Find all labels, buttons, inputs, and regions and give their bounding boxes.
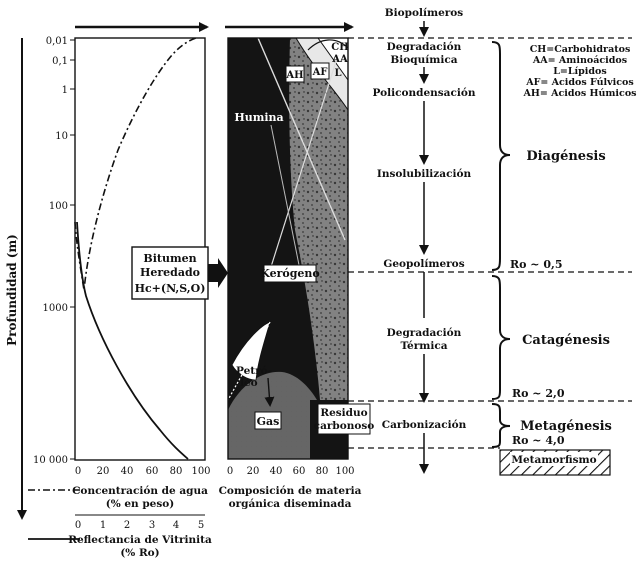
composition-tick: 80 xyxy=(316,466,329,477)
residuo-label-1: Residuo xyxy=(320,407,367,419)
carbonizacion-label: Carbonización xyxy=(382,419,467,431)
stage-boundaries xyxy=(348,37,632,449)
depth-ticks: 0,01 0,1 1 10 100 1000 10 000 xyxy=(33,36,75,466)
metamorphism-zone: Metamorfismo xyxy=(499,449,611,476)
vitrinite-tick: 5 xyxy=(198,520,204,531)
bitumen-label-2: Heredado xyxy=(140,266,200,279)
water-tick: 40 xyxy=(121,466,134,477)
upper-curve xyxy=(307,39,349,51)
depth-tick: 100 xyxy=(49,201,68,212)
composition-tick: 100 xyxy=(335,466,354,477)
legend: CH=Carbohidratos AA= Aminoácidos L=Lípid… xyxy=(522,44,636,99)
legend-l: L=Lípidos xyxy=(553,66,607,77)
kerogen-texture xyxy=(289,38,348,400)
composition-tick: 0 xyxy=(227,466,233,477)
legend-af: AF= Acidos Fúlvicos xyxy=(525,77,633,88)
composition-axis-label-2: orgánica diseminada xyxy=(229,498,352,510)
vitrinite-axis-unit: (% Ro) xyxy=(120,547,159,559)
degradacion-bioquimica-1: Degradación xyxy=(387,41,462,53)
bitumen-label-3: Hc+(N,S,O) xyxy=(135,282,206,295)
kerogeno-label: Kerógeno xyxy=(260,267,319,280)
ro-20-label: Ro ~ 2,0 xyxy=(512,387,565,400)
vitrinite-axis-label: Reflectancia de Vitrinita xyxy=(68,534,212,546)
vitrinite-tick: 0 xyxy=(75,520,81,531)
brace-diagenesis xyxy=(491,41,511,271)
depth-tick: 0,01 xyxy=(46,36,68,47)
ro-05-label: Ro ~ 0,5 xyxy=(510,258,563,271)
stage-metagenesis: Metagénesis xyxy=(520,419,612,434)
water-axis-unit: (% en peso) xyxy=(106,498,174,510)
composition-tick: 40 xyxy=(270,466,283,477)
water-axis: 0 20 40 60 80 100 xyxy=(75,459,211,477)
diagonal-line xyxy=(269,54,339,271)
vitrinite-axis: 0 1 2 3 4 5 xyxy=(75,514,205,531)
ro-40-label: Ro ~ 4,0 xyxy=(512,434,565,447)
degradacion-termica-2: Térmica xyxy=(400,340,447,352)
metamorfismo-label: Metamorfismo xyxy=(511,454,596,466)
composition-axis: 0 20 40 60 80 100 xyxy=(227,466,355,477)
depth-axis-label: Profundidad (m) xyxy=(5,234,19,346)
ah-box xyxy=(285,65,305,83)
diagonal-line xyxy=(257,37,346,241)
composition-tick: 60 xyxy=(293,466,306,477)
middle-plot-frame xyxy=(227,37,349,460)
bitumen-arrow xyxy=(208,258,228,288)
brace-catagenesis xyxy=(491,275,511,400)
diagonal-line xyxy=(269,119,301,271)
vitrinite-tick: 1 xyxy=(100,520,106,531)
depth-tick: 10 000 xyxy=(33,455,68,466)
af-label: AF xyxy=(312,67,328,78)
petroleum-wedge xyxy=(231,321,271,381)
legend-ah: AH= Acidos Húmicos xyxy=(522,88,636,99)
petroleo-label-1: Petró- xyxy=(236,365,272,377)
humina-label: Humina xyxy=(234,111,283,124)
water-tick: 80 xyxy=(170,466,183,477)
petroleo-label-2: leo xyxy=(240,377,258,389)
degradacion-bioquimica-2: Bioquímica xyxy=(390,54,457,66)
af-box xyxy=(310,62,330,80)
ch-label: CH xyxy=(331,42,348,53)
water-tick: 100 xyxy=(191,466,210,477)
depth-tick: 10 xyxy=(55,131,68,142)
composition-axis-label-1: Composición de materia xyxy=(219,485,362,497)
depth-tick: 0,1 xyxy=(52,56,68,67)
vitrinite-tick: 3 xyxy=(149,520,155,531)
vitrinite-reflectance-curve xyxy=(76,221,189,460)
degradacion-termica-1: Degradación xyxy=(387,327,462,339)
brace-metagenesis xyxy=(491,403,511,448)
composition-tick: 20 xyxy=(247,466,260,477)
geopolimeros-label: Geopolímeros xyxy=(383,258,464,270)
bitumen-label-1: Bitumen xyxy=(143,252,196,265)
ah-label: AH xyxy=(285,70,303,81)
legend-ch: CH=Carbohidratos xyxy=(530,44,631,55)
bitumen-box: Bitumen Heredado Hc+(N,S,O) xyxy=(131,246,228,300)
l-label: L xyxy=(334,68,341,79)
policondensacion-label: Policondensación xyxy=(372,87,475,99)
gas-label: Gas xyxy=(257,415,280,428)
vitrinite-tick: 2 xyxy=(124,520,130,531)
residuo-label-2: carbonoso xyxy=(314,420,375,432)
vitrinite-tick: 4 xyxy=(173,520,179,531)
biopolimeros-label: Biopolímeros xyxy=(385,7,464,19)
legend-aa: AA= Aminoácidos xyxy=(532,55,627,66)
water-tick: 0 xyxy=(75,466,81,477)
aa-label: AA xyxy=(331,54,348,65)
water-concentration-curve xyxy=(74,37,197,291)
water-tick: 60 xyxy=(146,466,159,477)
insolubilizacion-label: Insolubilización xyxy=(377,168,472,180)
stage-braces xyxy=(491,41,511,448)
left-panel: Profundidad (m) 0,01 0,1 1 10 100 1000 1… xyxy=(5,22,212,559)
water-axis-label: Concentración de agua xyxy=(72,485,208,497)
depth-tick: 1000 xyxy=(43,303,68,314)
process-column: Biopolímeros Degradación Bioquímica Poli… xyxy=(372,7,476,474)
water-tick: 20 xyxy=(97,466,110,477)
depth-tick: 1 xyxy=(62,85,68,96)
petroleum-to-gas-arrow xyxy=(264,377,275,407)
stage-diagenesis: Diagénesis xyxy=(526,149,605,164)
middle-panel: Humina Kerógeno AH AF CH AA L Petró- leo… xyxy=(219,22,375,510)
stage-catagenesis: Catagénesis xyxy=(522,333,610,348)
